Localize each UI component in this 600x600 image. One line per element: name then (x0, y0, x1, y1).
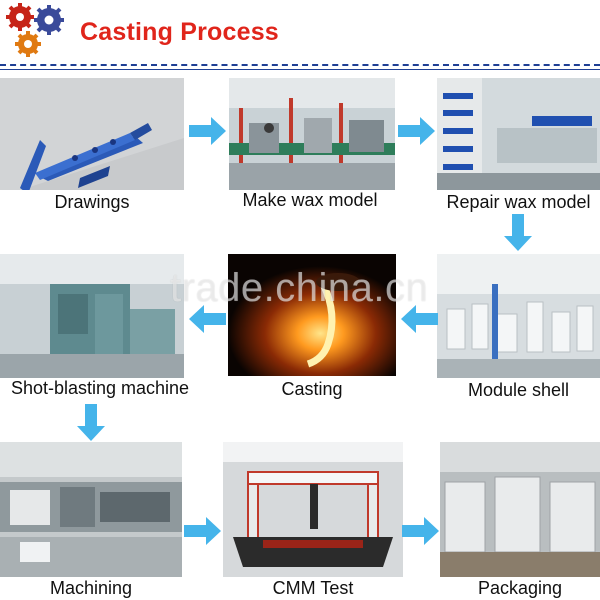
arrow-right-icon (398, 117, 435, 145)
arrow-right-icon (402, 517, 439, 545)
shot-blasting-machine-image (0, 254, 184, 378)
drawings-image (0, 78, 184, 190)
arrow-left-icon (401, 305, 438, 333)
arrow-left-icon (189, 305, 226, 333)
arrow-right-icon (184, 517, 221, 545)
gears-logo-icon (6, 3, 64, 57)
make-wax-model-image (229, 78, 395, 190)
module-shell-image (437, 254, 600, 378)
arrow-down-icon (77, 404, 105, 441)
step-label-casting: Casting (281, 379, 343, 399)
step-label-module-shell: Module shell (467, 380, 570, 400)
step-label-repair-wax-model: Repair wax model (446, 192, 591, 212)
step-label-packaging: Packaging (477, 578, 563, 598)
page-title: Casting Process (80, 18, 279, 46)
arrow-right-icon (189, 117, 226, 145)
arrow-down-icon (504, 214, 532, 251)
machining-image (0, 442, 182, 577)
step-label-make-wax-model: Make wax model (242, 190, 378, 210)
packaging-image (440, 442, 600, 577)
cmm-test-image (223, 442, 403, 577)
header-divider (0, 64, 600, 66)
casting-image (228, 254, 396, 376)
step-label-machining: Machining (49, 578, 133, 598)
step-label-cmm-test: CMM Test (272, 578, 354, 598)
header: Casting Process (0, 0, 600, 70)
step-label-shot-blasting-machine: Shot-blasting machine (10, 378, 190, 398)
step-label-drawings: Drawings (54, 192, 130, 212)
header-divider-line (0, 69, 600, 70)
repair-wax-model-image (437, 78, 600, 190)
